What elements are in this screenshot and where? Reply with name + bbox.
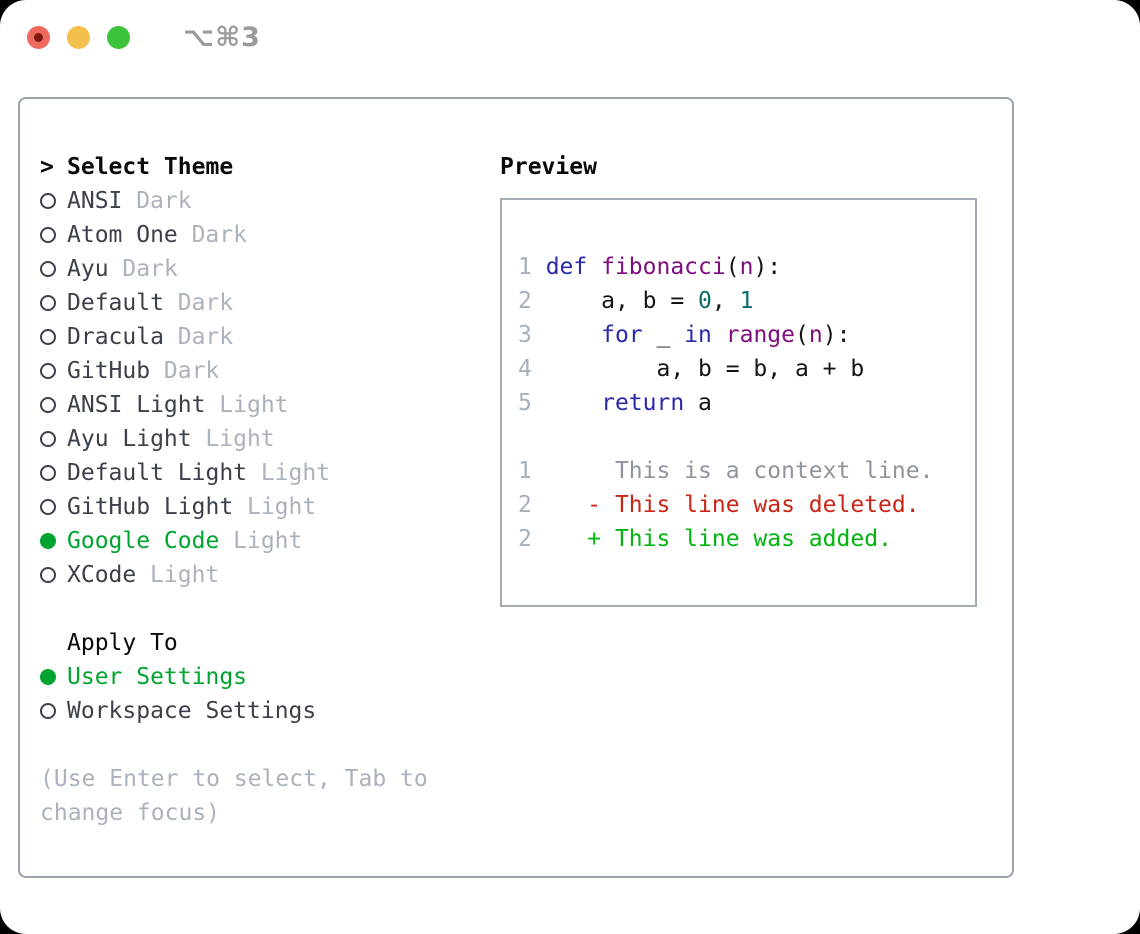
theme-name: Google Code	[67, 528, 220, 554]
radio-icon	[40, 320, 67, 354]
theme-option-github-dark[interactable]: GitHub Dark	[40, 354, 480, 388]
theme-variant: Dark	[122, 256, 178, 282]
theme-variant: Light	[233, 528, 303, 554]
radio-selected-icon	[40, 524, 67, 558]
diff-context-line: 1 This is a context line.	[518, 458, 934, 484]
radio-icon	[40, 218, 67, 252]
radio-icon	[40, 456, 67, 490]
radio-icon	[40, 388, 67, 422]
code-line: 1 def fibonacci(n):	[518, 254, 782, 280]
theme-name: Default Light	[67, 460, 248, 486]
theme-name: XCode	[67, 562, 137, 588]
radio-icon	[40, 252, 67, 286]
focus-caret-icon: >	[40, 154, 54, 180]
theme-list-title: Select Theme	[67, 154, 234, 180]
radio-icon	[40, 694, 67, 728]
help-text-line2: change focus)	[40, 800, 221, 826]
theme-variant: Light	[150, 562, 220, 588]
theme-name: ANSI Light	[67, 392, 206, 418]
code-line: 5 return a	[518, 390, 712, 416]
apply-to-option-workspace-settings[interactable]: Workspace Settings	[40, 694, 480, 728]
radio-icon	[40, 490, 67, 524]
help-text-line1: (Use Enter to select, Tab to	[40, 766, 428, 792]
apply-to-option-label: Workspace Settings	[67, 698, 317, 724]
theme-name: ANSI	[67, 188, 123, 214]
zoom-button[interactable]	[107, 26, 130, 49]
theme-variant: Dark	[191, 222, 247, 248]
theme-variant: Dark	[136, 188, 192, 214]
theme-name: Ayu	[67, 256, 109, 282]
minimize-button[interactable]	[67, 26, 90, 49]
apply-to-option-label: User Settings	[67, 664, 248, 690]
diff-added-line: 2 + This line was added.	[518, 526, 892, 552]
theme-name: Ayu Light	[67, 426, 192, 452]
theme-variant: Light	[246, 494, 317, 520]
close-button[interactable]	[27, 26, 50, 49]
radio-icon	[40, 558, 67, 592]
radio-icon	[40, 354, 67, 388]
theme-variant: Light	[205, 426, 275, 452]
apply-to-header: Apply To	[40, 626, 480, 660]
radio-selected-icon	[40, 660, 67, 694]
code-line: 4 a, b = b, a + b	[518, 356, 865, 382]
apply-to-option-user-settings[interactable]: User Settings	[40, 660, 480, 694]
theme-option-ayu-light[interactable]: Ayu Light Light	[40, 422, 480, 456]
theme-variant: Dark	[177, 324, 234, 350]
radio-icon	[40, 422, 67, 456]
preview-code-box: 1 def fibonacci(n): 2 a, b = 0, 1 3 for …	[500, 198, 977, 607]
theme-option-dracula-dark[interactable]: Dracula Dark	[40, 320, 480, 354]
theme-name: Dracula	[67, 324, 164, 350]
radio-icon	[40, 184, 67, 218]
code-line: 3 for _ in range(n):	[518, 322, 851, 348]
keyboard-shortcut-label: ⌥⌘3	[183, 22, 261, 53]
theme-variant: Light	[260, 460, 331, 486]
theme-picker-panel: > Select Theme ANSI Dark Atom One Dark A…	[18, 97, 1014, 878]
theme-list-header: > Select Theme	[40, 150, 480, 184]
theme-option-google-code-light[interactable]: Google Code Light	[40, 524, 480, 558]
window-titlebar[interactable]: ⌥⌘3	[0, 0, 1140, 76]
theme-variant: Dark	[163, 358, 220, 384]
theme-variant: Dark	[177, 290, 234, 316]
theme-option-default-light[interactable]: Default Light Light	[40, 456, 480, 490]
preview-title: Preview	[500, 154, 597, 180]
theme-option-ansi-light[interactable]: ANSI Light Light	[40, 388, 480, 422]
radio-icon	[40, 286, 67, 320]
theme-name: Atom One	[67, 222, 178, 248]
code-line: 2 a, b = 0, 1	[518, 288, 754, 314]
theme-name: Default	[67, 290, 164, 316]
theme-list: > Select Theme ANSI Dark Atom One Dark A…	[40, 150, 480, 830]
theme-option-ayu-dark[interactable]: Ayu Dark	[40, 252, 480, 286]
blank-line	[518, 420, 959, 454]
theme-name: GitHub	[67, 358, 151, 384]
theme-option-github-light[interactable]: GitHub Light Light	[40, 490, 480, 524]
apply-to-title: Apply To	[67, 630, 178, 656]
theme-option-xcode-light[interactable]: XCode Light	[40, 558, 480, 592]
theme-option-default-dark[interactable]: Default Dark	[40, 286, 480, 320]
theme-variant: Light	[219, 392, 289, 418]
preview-section: Preview 1 def fibonacci(n): 2 a, b = 0, …	[500, 150, 1000, 607]
diff-deleted-line: 2 - This line was deleted.	[518, 492, 920, 518]
theme-option-atom-one-dark[interactable]: Atom One Dark	[40, 218, 480, 252]
theme-name: GitHub Light	[67, 494, 234, 520]
theme-option-ansi-dark[interactable]: ANSI Dark	[40, 184, 480, 218]
